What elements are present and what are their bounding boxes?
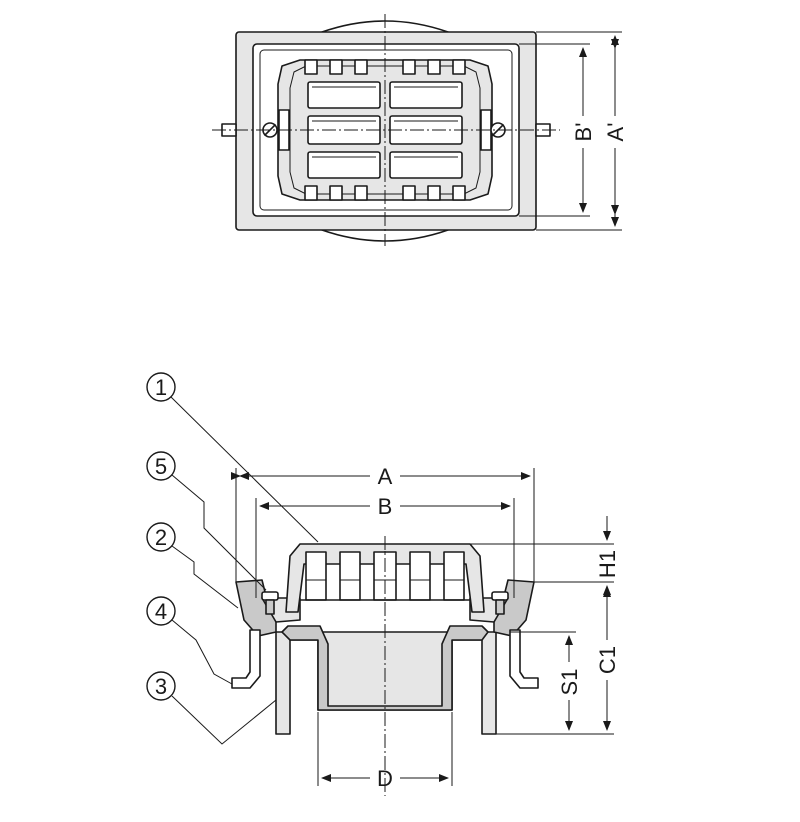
dim-c1-label: C1: [595, 646, 620, 674]
section-view: A B D H1 C1 S1 1: [146, 372, 620, 796]
grating-bars: [305, 551, 465, 601]
top-view: A' B': [212, 14, 628, 246]
callout-2: 2: [146, 522, 239, 609]
bolt-left: [261, 591, 279, 615]
dim-b-label: B: [378, 494, 393, 519]
callout-3-number: 3: [155, 674, 167, 699]
drain-body: [275, 631, 497, 735]
callout-5: 5: [146, 451, 267, 591]
grating-section: [285, 543, 485, 613]
callout-1: 1: [146, 372, 319, 543]
drain-body-inner: [281, 625, 489, 711]
anchor-left: [231, 629, 261, 689]
grating-teeth-top: [304, 59, 466, 75]
callout-1-number: 1: [155, 375, 167, 400]
dim-h1-label: H1: [595, 550, 620, 578]
grating-teeth-bottom: [304, 185, 466, 201]
dim-a-prime-label: A': [603, 123, 628, 142]
callout-4: 4: [146, 596, 233, 685]
callout-4-number: 4: [155, 599, 167, 624]
dim-d-label: D: [377, 766, 393, 791]
dim-a-label: A: [378, 464, 393, 489]
grating-slots: [307, 81, 463, 179]
dim-s1-label: S1: [557, 669, 582, 696]
callout-2-number: 2: [155, 525, 167, 550]
anchor-right: [509, 629, 539, 689]
callout-3: 3: [146, 671, 277, 745]
callout-5-number: 5: [155, 454, 167, 479]
bolt-right: [491, 591, 509, 615]
dim-b-prime-label: B': [571, 123, 596, 142]
